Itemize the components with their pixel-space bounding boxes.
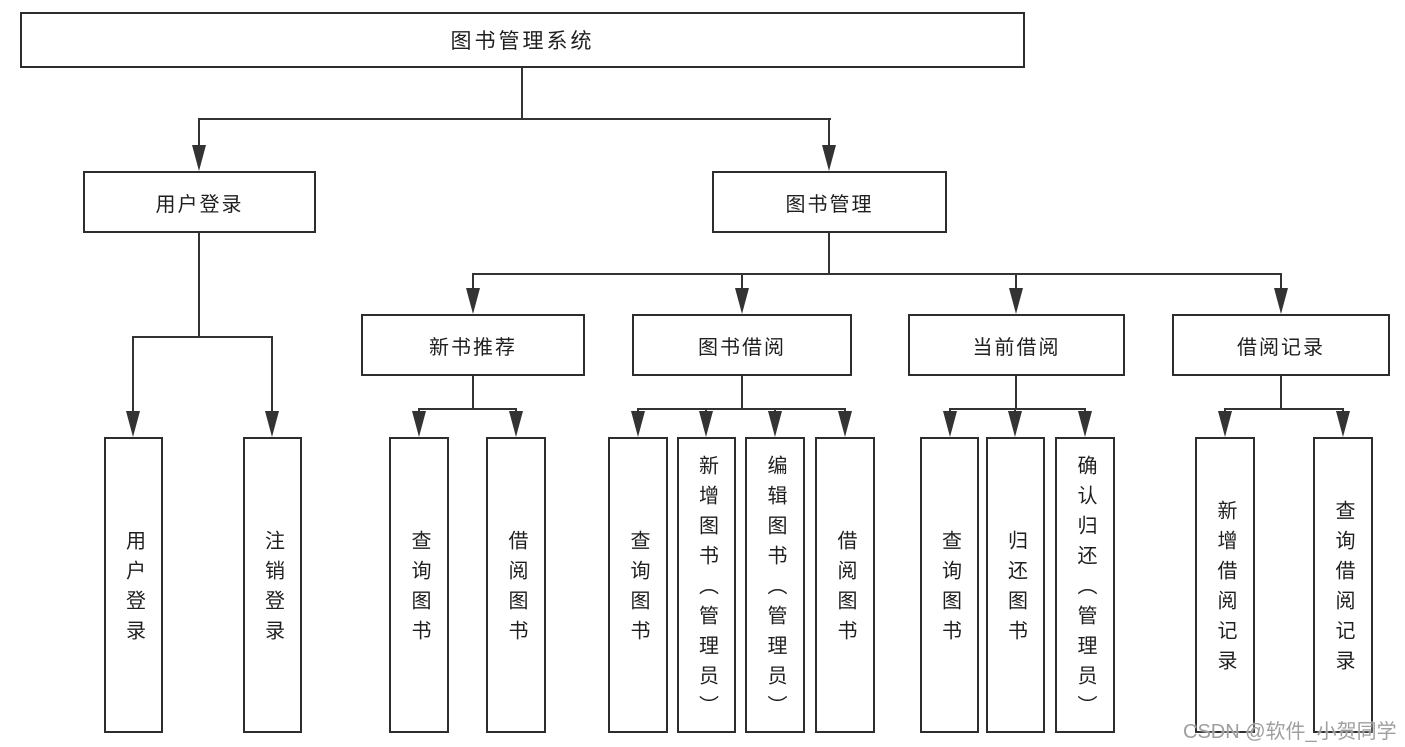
node-book-borrow: 图书借阅: [632, 314, 852, 376]
leaf-borrow-add-books-admin-label: 新增图书（管理员）: [695, 455, 718, 725]
node-new-book-recommend-label: 新书推荐: [429, 336, 517, 359]
connector-line: [828, 118, 830, 145]
arrow-down-icon: [192, 145, 206, 171]
leaf-newbook-borrow-books-label: 借阅图书: [505, 530, 527, 650]
leaf-borrow-borrow-books: 借阅图书: [815, 437, 875, 733]
leaf-current-query-books-label: 查询图书: [938, 530, 961, 650]
node-book-borrow-label: 图书借阅: [698, 336, 786, 359]
leaf-newbook-borrow-books: 借阅图书: [486, 437, 546, 733]
leaf-record-add-borrow-record: 新增借阅记录: [1195, 437, 1255, 733]
node-borrow-record: 借阅记录: [1172, 314, 1390, 376]
connector-line: [637, 408, 639, 413]
leaf-user-login: 用户登录: [104, 437, 163, 733]
leaf-current-query-books: 查询图书: [920, 437, 979, 733]
connector-line: [1014, 408, 1016, 413]
node-borrow-record-label: 借阅记录: [1237, 336, 1325, 359]
connector-line: [473, 273, 1282, 275]
leaf-borrow-add-books-admin: 新增图书（管理员）: [677, 437, 736, 733]
connector-line: [1015, 273, 1017, 288]
arrow-down-icon: [509, 411, 523, 437]
connector-line: [418, 408, 420, 413]
connector-line: [132, 336, 134, 411]
node-new-book-recommend: 新书推荐: [361, 314, 585, 376]
leaf-record-add-borrow-record-label: 新增借阅记录: [1214, 500, 1236, 680]
connector-line: [1084, 408, 1086, 413]
arrow-down-icon: [126, 411, 140, 437]
connector-line: [1280, 376, 1282, 408]
leaf-borrow-borrow-books-label: 借阅图书: [834, 530, 856, 650]
connector-line: [1224, 408, 1226, 413]
connector-line: [1225, 408, 1343, 410]
arrow-down-icon: [412, 411, 426, 437]
connector-line: [198, 118, 200, 145]
leaf-logout: 注销登录: [243, 437, 302, 733]
leaf-borrow-edit-books-admin: 编辑图书（管理员）: [745, 437, 805, 733]
leaf-borrow-query-books-label: 查询图书: [627, 530, 649, 650]
arrow-down-icon: [466, 288, 480, 314]
connector-line: [774, 408, 776, 413]
connector-line: [199, 118, 831, 120]
connector-line: [271, 336, 273, 411]
leaf-current-confirm-return-admin-label: 确认归还（管理员）: [1074, 455, 1096, 725]
node-user-login: 用户登录: [83, 171, 316, 233]
leaf-user-login-label: 用户登录: [122, 530, 145, 650]
node-current-borrow: 当前借阅: [908, 314, 1125, 376]
arrow-down-icon: [768, 411, 782, 437]
node-book-management: 图书管理: [712, 171, 947, 233]
leaf-newbook-query-books: 查询图书: [389, 437, 449, 733]
connector-line: [949, 408, 951, 413]
connector-line: [950, 408, 1085, 410]
connector-line: [828, 233, 830, 273]
connector-line: [638, 408, 845, 410]
arrow-down-icon: [631, 411, 645, 437]
watermark: CSDN @软件_小贺同学: [1183, 721, 1397, 743]
connector-line: [419, 408, 516, 410]
connector-line: [741, 273, 743, 288]
node-library-management-system-label: 图书管理系统: [450, 30, 595, 53]
connector-line: [472, 273, 474, 288]
arrow-down-icon: [1274, 288, 1288, 314]
connector-line: [198, 233, 200, 336]
arrow-down-icon: [699, 411, 713, 437]
arrow-down-icon: [1008, 411, 1022, 437]
arrow-down-icon: [1009, 288, 1023, 314]
connector-line: [515, 408, 517, 413]
arrow-down-icon: [1336, 411, 1350, 437]
arrow-down-icon: [1218, 411, 1232, 437]
connector-line: [133, 336, 273, 338]
node-library-management-system: 图书管理系统: [20, 12, 1025, 68]
leaf-current-return-books: 归还图书: [986, 437, 1045, 733]
arrow-down-icon: [822, 145, 836, 171]
leaf-current-return-books-label: 归还图书: [1004, 530, 1027, 650]
arrow-down-icon: [838, 411, 852, 437]
leaf-borrow-query-books: 查询图书: [608, 437, 668, 733]
arrow-down-icon: [943, 411, 957, 437]
node-user-login-label: 用户登录: [155, 193, 244, 216]
connector-line: [1280, 273, 1282, 288]
leaf-record-query-borrow-record: 查询借阅记录: [1313, 437, 1373, 733]
connector-line: [472, 376, 474, 408]
connector-line: [1015, 376, 1017, 408]
arrow-down-icon: [1078, 411, 1092, 437]
leaf-newbook-query-books-label: 查询图书: [408, 530, 430, 650]
arrow-down-icon: [735, 288, 749, 314]
node-current-borrow-label: 当前借阅: [972, 336, 1061, 359]
arrow-down-icon: [265, 411, 279, 437]
connector-line: [844, 408, 846, 413]
leaf-record-query-borrow-record-label: 查询借阅记录: [1332, 500, 1354, 680]
connector-line: [705, 408, 707, 413]
node-book-management-label: 图书管理: [785, 193, 874, 216]
connector-line: [521, 68, 523, 118]
connector-line: [741, 376, 743, 408]
leaf-logout-label: 注销登录: [261, 530, 284, 650]
connector-line: [1342, 408, 1344, 413]
leaf-borrow-edit-books-admin-label: 编辑图书（管理员）: [764, 455, 786, 725]
leaf-current-confirm-return-admin: 确认归还（管理员）: [1055, 437, 1115, 733]
